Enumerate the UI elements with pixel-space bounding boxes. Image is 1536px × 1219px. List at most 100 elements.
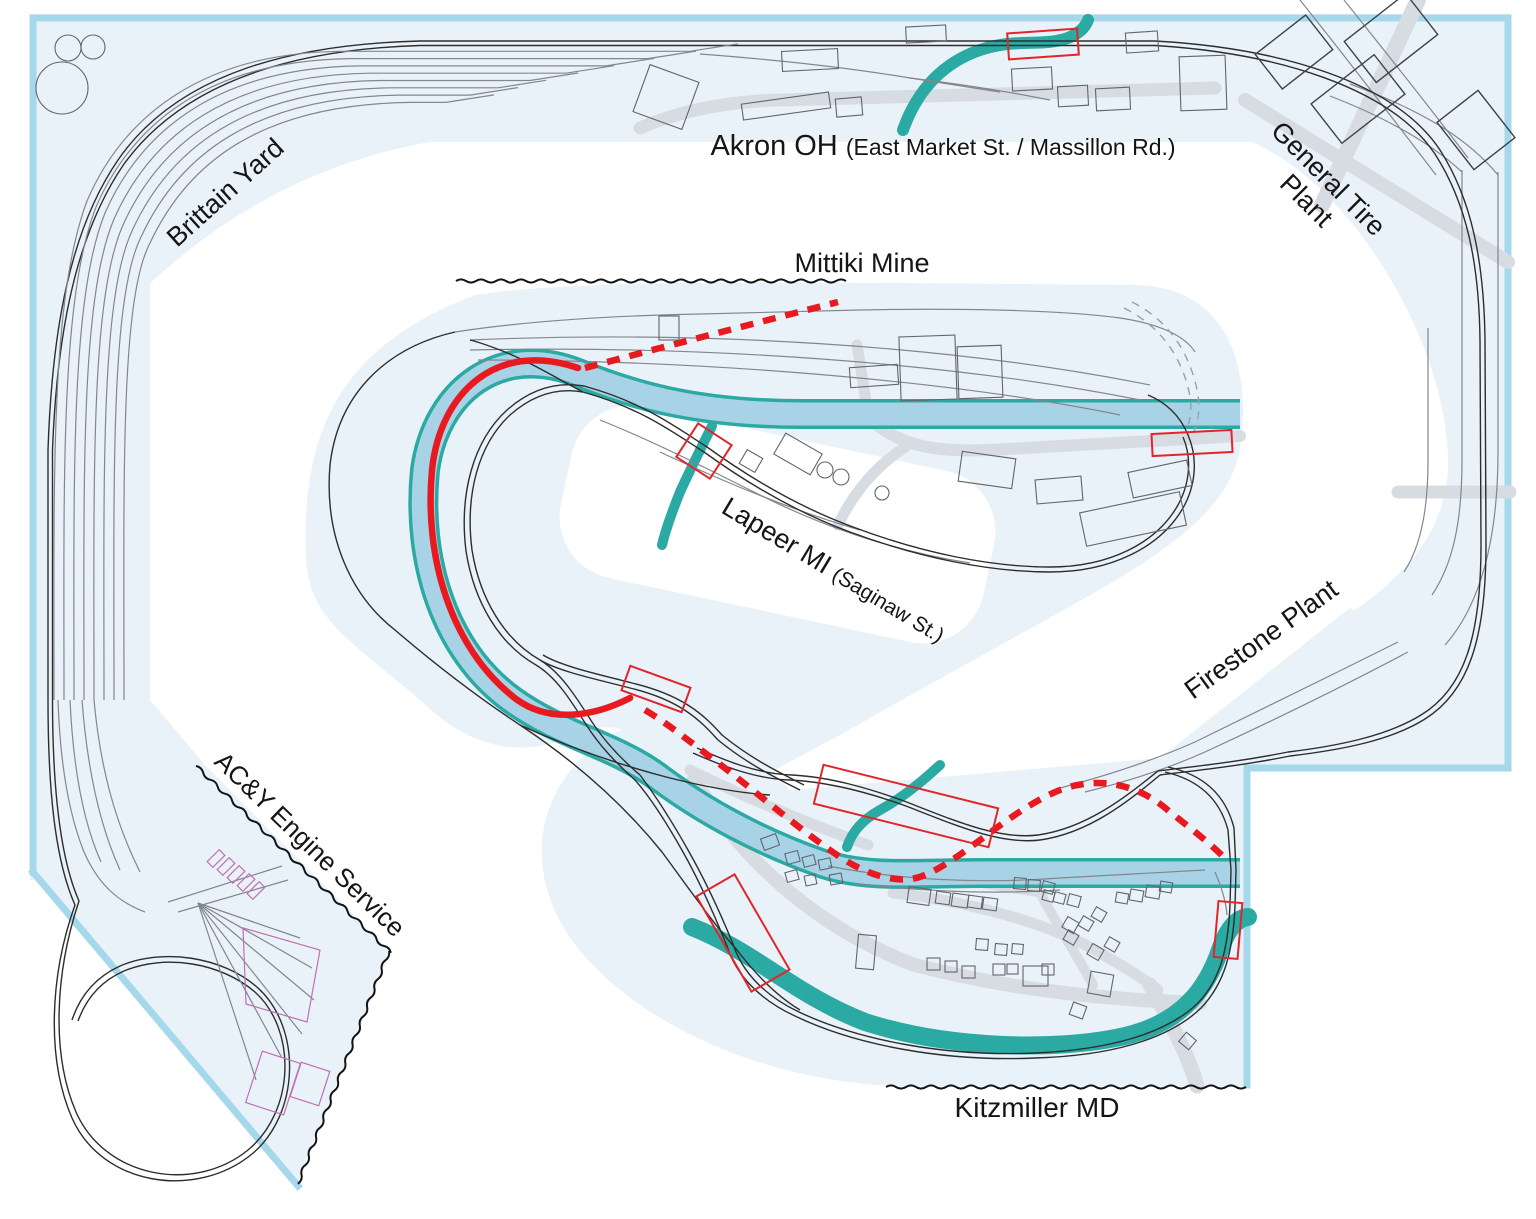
building xyxy=(1040,879,1056,896)
highlighted-route xyxy=(427,298,1231,883)
building xyxy=(1343,0,1439,84)
yard-track xyxy=(93,72,579,701)
building xyxy=(1062,928,1080,947)
label-akron: Akron OH (East Market St. / Massillon Rd… xyxy=(710,130,1175,162)
building xyxy=(246,880,266,901)
building xyxy=(898,334,958,402)
kitzmiller-break-line xyxy=(885,1084,1247,1090)
building xyxy=(658,315,680,341)
building xyxy=(1022,965,1049,987)
brittain-yard-tracks xyxy=(53,43,739,701)
building xyxy=(1177,1031,1198,1051)
label-akron-main: Akron OH xyxy=(710,130,845,162)
yard-track xyxy=(123,94,495,701)
building xyxy=(992,963,1006,976)
building xyxy=(740,91,832,121)
wide-river xyxy=(408,348,1240,890)
yard-track xyxy=(63,50,697,701)
route-dashed-mine xyxy=(584,298,839,372)
engine-service-wing xyxy=(30,700,390,1186)
building xyxy=(216,856,236,877)
route-dashed-kitzmiller xyxy=(643,707,1231,883)
acy-break-line-2 xyxy=(297,950,391,1185)
bridge-corridor xyxy=(620,664,692,714)
bridges xyxy=(620,27,1244,993)
building xyxy=(854,933,878,971)
akron-creek xyxy=(897,14,1094,136)
engine-lead-track xyxy=(197,902,313,969)
roundhouse-outline xyxy=(242,927,321,1023)
building xyxy=(934,890,952,906)
building xyxy=(956,344,1004,400)
yard-track xyxy=(53,43,739,701)
building xyxy=(236,872,256,893)
bridge-lapeer-creek xyxy=(674,421,734,481)
building xyxy=(961,965,976,979)
yard-track xyxy=(113,87,519,701)
building xyxy=(1128,888,1145,903)
building xyxy=(834,96,864,118)
building xyxy=(784,849,801,866)
building xyxy=(1124,30,1160,54)
building xyxy=(1158,880,1174,894)
building xyxy=(1077,914,1095,933)
building xyxy=(773,432,823,476)
building xyxy=(944,960,958,973)
building xyxy=(780,47,840,73)
building xyxy=(848,363,900,389)
right-section xyxy=(1250,14,1510,768)
building xyxy=(1010,66,1054,92)
engine-lead-track xyxy=(197,902,315,1001)
building xyxy=(1041,963,1055,976)
building xyxy=(1086,942,1105,962)
kitzmiller-river xyxy=(683,908,1257,1055)
building xyxy=(1078,491,1188,547)
building xyxy=(1012,876,1028,891)
yard-track xyxy=(103,79,547,701)
building xyxy=(981,896,999,912)
building xyxy=(803,873,818,887)
building xyxy=(1066,892,1082,909)
building xyxy=(206,848,226,869)
building xyxy=(801,853,817,869)
building xyxy=(1254,13,1334,91)
building xyxy=(289,1061,331,1107)
engine-lead-track xyxy=(197,902,283,1059)
bridge-kitzmiller-river-east xyxy=(1212,899,1244,961)
route-solid xyxy=(427,357,634,718)
building xyxy=(632,63,700,131)
engine-lead-track xyxy=(197,902,257,1081)
yard-track xyxy=(83,65,615,701)
label-kitzmiller: Kitzmiller MD xyxy=(955,1092,1120,1123)
building xyxy=(784,868,800,884)
building xyxy=(1310,53,1406,145)
buildings xyxy=(206,0,1516,1116)
building xyxy=(1178,54,1228,112)
mittiki-break-line xyxy=(455,278,847,284)
bridge-kitzmiller-river-west xyxy=(695,873,791,993)
building xyxy=(1026,878,1042,893)
building xyxy=(966,894,984,910)
building xyxy=(1056,84,1090,108)
building xyxy=(1034,475,1084,505)
mid-creek xyxy=(842,760,945,852)
bridge-lapeer-road xyxy=(1150,428,1234,458)
acy-break-line-1 xyxy=(195,765,392,954)
engine-lead-track xyxy=(197,902,303,1035)
break-lines xyxy=(195,278,1247,1185)
building xyxy=(1094,86,1132,112)
building xyxy=(226,864,246,885)
building xyxy=(738,448,764,474)
building xyxy=(1010,942,1025,956)
label-akron-sub: (East Market St. / Massillon Rd.) xyxy=(846,134,1176,160)
tanks-and-turntable xyxy=(35,34,890,1023)
building xyxy=(759,832,781,852)
building xyxy=(1103,935,1121,954)
building xyxy=(1068,1001,1088,1020)
building xyxy=(1114,891,1130,905)
building xyxy=(1086,970,1115,998)
building xyxy=(926,957,941,971)
yard-track xyxy=(73,57,655,701)
